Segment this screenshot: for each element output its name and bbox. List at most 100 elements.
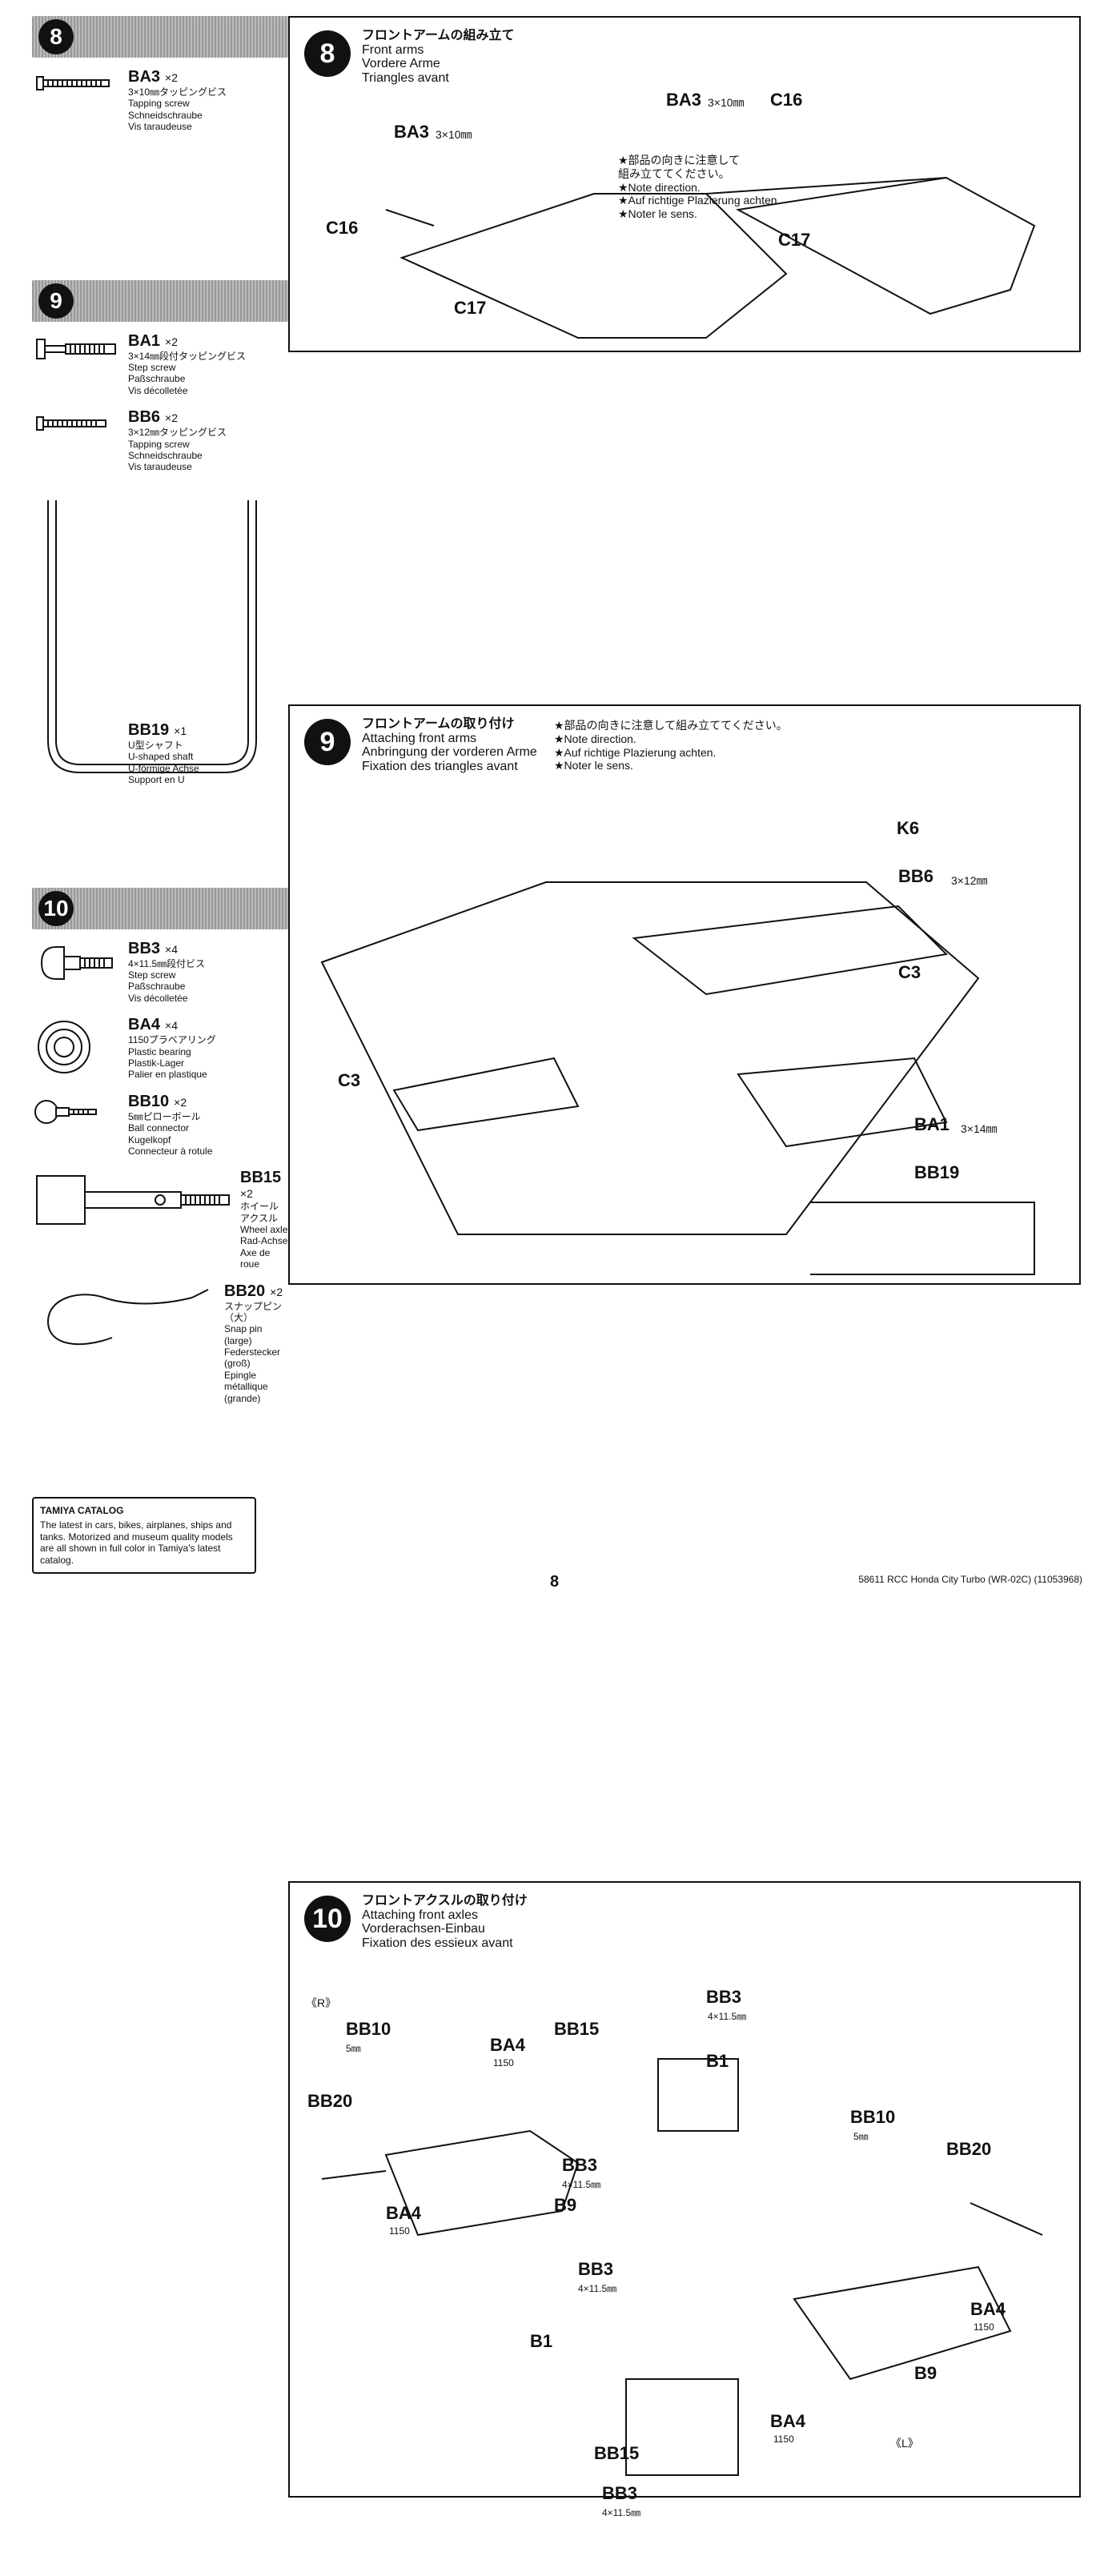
label-8-ba3-right: BA3 (666, 90, 702, 110)
part-BA4-code: BA4 (128, 1016, 161, 1034)
part-BA3-descriptions: 3×10㎜タッピングビス Tapping screw Schneidschrau… (128, 86, 288, 133)
part-BA3-desc-en: Tapping screw (128, 98, 190, 110)
part-BB3-desc-de: Paßschraube (128, 981, 186, 993)
label-9-ba1: BA1 (914, 1114, 950, 1134)
part-BB6-meta: BB6×2 3×12㎜タッピングビス Tapping screw Schneid… (128, 407, 288, 473)
part-BA4-descriptions: 1150プラベアリング Plastic bearing Plastik-Lage… (128, 1034, 288, 1081)
u-shaft-icon (32, 484, 272, 788)
panel-9-note-4: ★Noter le sens. (554, 759, 633, 772)
part-BB20-desc-fr-2: (grande) (224, 1392, 261, 1404)
part-BB6: BB6×2 3×12㎜タッピングビス Tapping screw Schneid… (32, 407, 288, 473)
panel-9-header: 9 フロントアームの取り付け Attaching front arms Anbr… (290, 706, 1079, 786)
label-10-bb3-bottom-size: 4×11.5㎜ (602, 2507, 641, 2518)
label-8-c16-right: C16 (770, 90, 803, 110)
part-BA3-qty: ×2 (165, 71, 178, 84)
panel-9-note-1: ★部品の向きに注意して組み立ててください。 (554, 719, 788, 732)
part-BB3-code: BB3 (128, 939, 161, 957)
step-screw-icon (32, 939, 128, 987)
panel-8-title-de: Vordere Arme (362, 57, 440, 71)
left-step-8-number: 8 (50, 24, 62, 49)
part-BB10-meta: BB10×2 5㎜ピローボール Ball connector Kugelkopf… (128, 1092, 288, 1158)
label-10-bb10-right: BB10 (850, 2107, 896, 2127)
panel-9-note-3: ★Auf richtige Plazierung achten. (554, 745, 717, 759)
catalog-text: The latest in cars, bikes, airplanes, sh… (40, 1519, 233, 1566)
part-BB15-qty: ×2 (240, 1187, 253, 1201)
right-steps-column: 8 フロントアームの組み立て Front arms Vordere Arme T… (288, 16, 1081, 2518)
panel-step-8: 8 フロントアームの組み立て Front arms Vordere Arme T… (288, 16, 1081, 352)
part-BB20-desc-de: Federstecker (groß) (224, 1346, 281, 1370)
diagram-9: K6 BB6 3×12㎜ C3 C3 BA1 3×14㎜ BB19 (290, 786, 1079, 1363)
part-BB6-qty: ×2 (165, 411, 178, 425)
panel-9-titles: フロントアームの取り付け Attaching front arms Anbrin… (362, 717, 1068, 773)
part-BA1-desc-en: Step screw (128, 361, 176, 373)
panel-step-10: 10 フロントアクスルの取り付け Attaching front axles V… (288, 1881, 1081, 2518)
diagram-8-note-4: ★Auf richtige Plazierung achten. (618, 194, 781, 207)
part-BB10-desc-en: Ball connector (128, 1122, 190, 1134)
panel-8-header: 8 フロントアームの組み立て Front arms Vordere Arme T… (290, 18, 1079, 98)
left-step-8-badge: 8 (38, 19, 74, 54)
left-step-10-bar: 10 (32, 887, 288, 929)
diagram-8-note-5: ★Noter le sens. (618, 207, 697, 221)
label-8-c17-right: C17 (778, 230, 811, 250)
part-BB6-desc-de: Schneidschraube (128, 449, 203, 461)
label-10-bb3-bottom: BB3 (602, 2483, 638, 2503)
panel-10-title-en: Attaching front axles (362, 1908, 478, 1922)
panel-10-titles: フロントアクスルの取り付け Attaching front axles Vord… (362, 1894, 1068, 1950)
part-BB15-desc-en: Wheel axle (240, 1223, 288, 1235)
panel-9-badge: 9 (304, 719, 351, 765)
part-BA4-qty: ×4 (165, 1019, 178, 1033)
footer-reference: 58611 RCC Honda City Turbo (WR-02C) (110… (858, 1574, 1082, 1585)
ball-connector-icon (32, 1092, 128, 1132)
panel-8-title-fr: Triangles avant (362, 70, 449, 85)
label-8-ba3-right-size: 3×10㎜ (708, 96, 745, 109)
part-BB19-desc-ja: U型シャフト (128, 740, 183, 751)
part-BB19-meta: BB19×1 U型シャフト U-shaped shaft U-förmige A… (128, 720, 199, 786)
panel-10-title-fr: Fixation des essieux avant (362, 1936, 513, 1950)
label-10-ba4-mid-right-size: 1150 (974, 2321, 994, 2333)
label-10-bb3-left: BB3 (578, 2259, 614, 2279)
part-BB15-code: BB15 (240, 1169, 282, 1187)
part-BB20-desc-en: Snap pin (large) (224, 1323, 263, 1346)
part-BA1-desc-de: Paßschraube (128, 373, 186, 385)
panel-step-9: 9 フロントアームの取り付け Attaching front arms Anbr… (288, 704, 1081, 1285)
snap-pin-icon (32, 1282, 224, 1354)
part-BA3: BA3×2 3×10㎜タッピングビス Tapping screw Schneid… (32, 67, 288, 133)
part-BB6-desc-en: Tapping screw (128, 438, 190, 450)
part-BB20-desc-ja: スナップピン（大） (224, 1300, 283, 1323)
diagram-8-note-3: ★Note direction. (618, 180, 701, 194)
left-step-9-badge: 9 (38, 283, 74, 319)
label-10-ba4-top: BA4 (490, 2035, 526, 2055)
part-BA1-code: BA1 (128, 331, 161, 350)
bearing-icon (32, 1015, 128, 1079)
catalog-title: TAMIYA CATALOG (40, 1505, 124, 1516)
part-BB15: BB15×2 ホイールアクスル Wheel axle Rad-Achse Axe… (32, 1168, 288, 1270)
panel-9-number: 9 (319, 726, 335, 757)
label-10-ba4-bottom: BA4 (770, 2411, 806, 2431)
diagram-8: ★部品の向きに注意して 組み立ててください。 ★Note direction. … (290, 90, 1079, 431)
label-10-ba4-mid-left: BA4 (386, 2203, 422, 2223)
left-step-9-number: 9 (50, 287, 62, 313)
part-BA1-desc-fr: Vis décolletée (128, 384, 188, 396)
part-BB15-meta: BB15×2 ホイールアクスル Wheel axle Rad-Achse Axe… (240, 1168, 288, 1270)
part-BB20-desc-fr: Epingle métallique (224, 1369, 268, 1393)
part-BA1-desc-ja: 3×14㎜段付タッピングビス (128, 350, 247, 362)
part-BB19-qty: ×1 (174, 724, 187, 737)
step-screw-icon (32, 331, 128, 367)
left-parts-column: 8 BA3×2 (32, 16, 288, 1415)
label-9-bb6-size: 3×12㎜ (951, 874, 988, 887)
part-BB15-desc-ja: ホイールアクスル (240, 1201, 279, 1224)
part-BB19-code: BB19 (128, 721, 170, 739)
label-10-bb15-bottom: BB15 (594, 2443, 640, 2463)
label-8-c16-left: C16 (326, 218, 359, 238)
panel-9-title-fr: Fixation des triangles avant (362, 759, 518, 773)
part-BB3-desc-fr: Vis décolletée (128, 992, 188, 1004)
panel-9-notes: ★部品の向きに注意して組み立ててください。 ★Note direction. ★… (554, 719, 788, 772)
part-BB6-code: BB6 (128, 408, 161, 427)
part-BB20-meta: BB20×2 スナップピン（大） Snap pin (large) Feders… (224, 1282, 288, 1405)
diagram-8-notes: ★部品の向きに注意して 組み立ててください。 ★Note direction. … (618, 154, 780, 221)
label-10-b1-top: B1 (706, 2051, 729, 2071)
panel-8-number: 8 (319, 38, 335, 69)
panel-10-header: 10 フロントアクスルの取り付け Attaching front axles V… (290, 1883, 1079, 1963)
diagram-9-illustration (320, 881, 1035, 1275)
part-BB10-descriptions: 5㎜ピローボール Ball connector Kugelkopf Connec… (128, 1111, 288, 1158)
